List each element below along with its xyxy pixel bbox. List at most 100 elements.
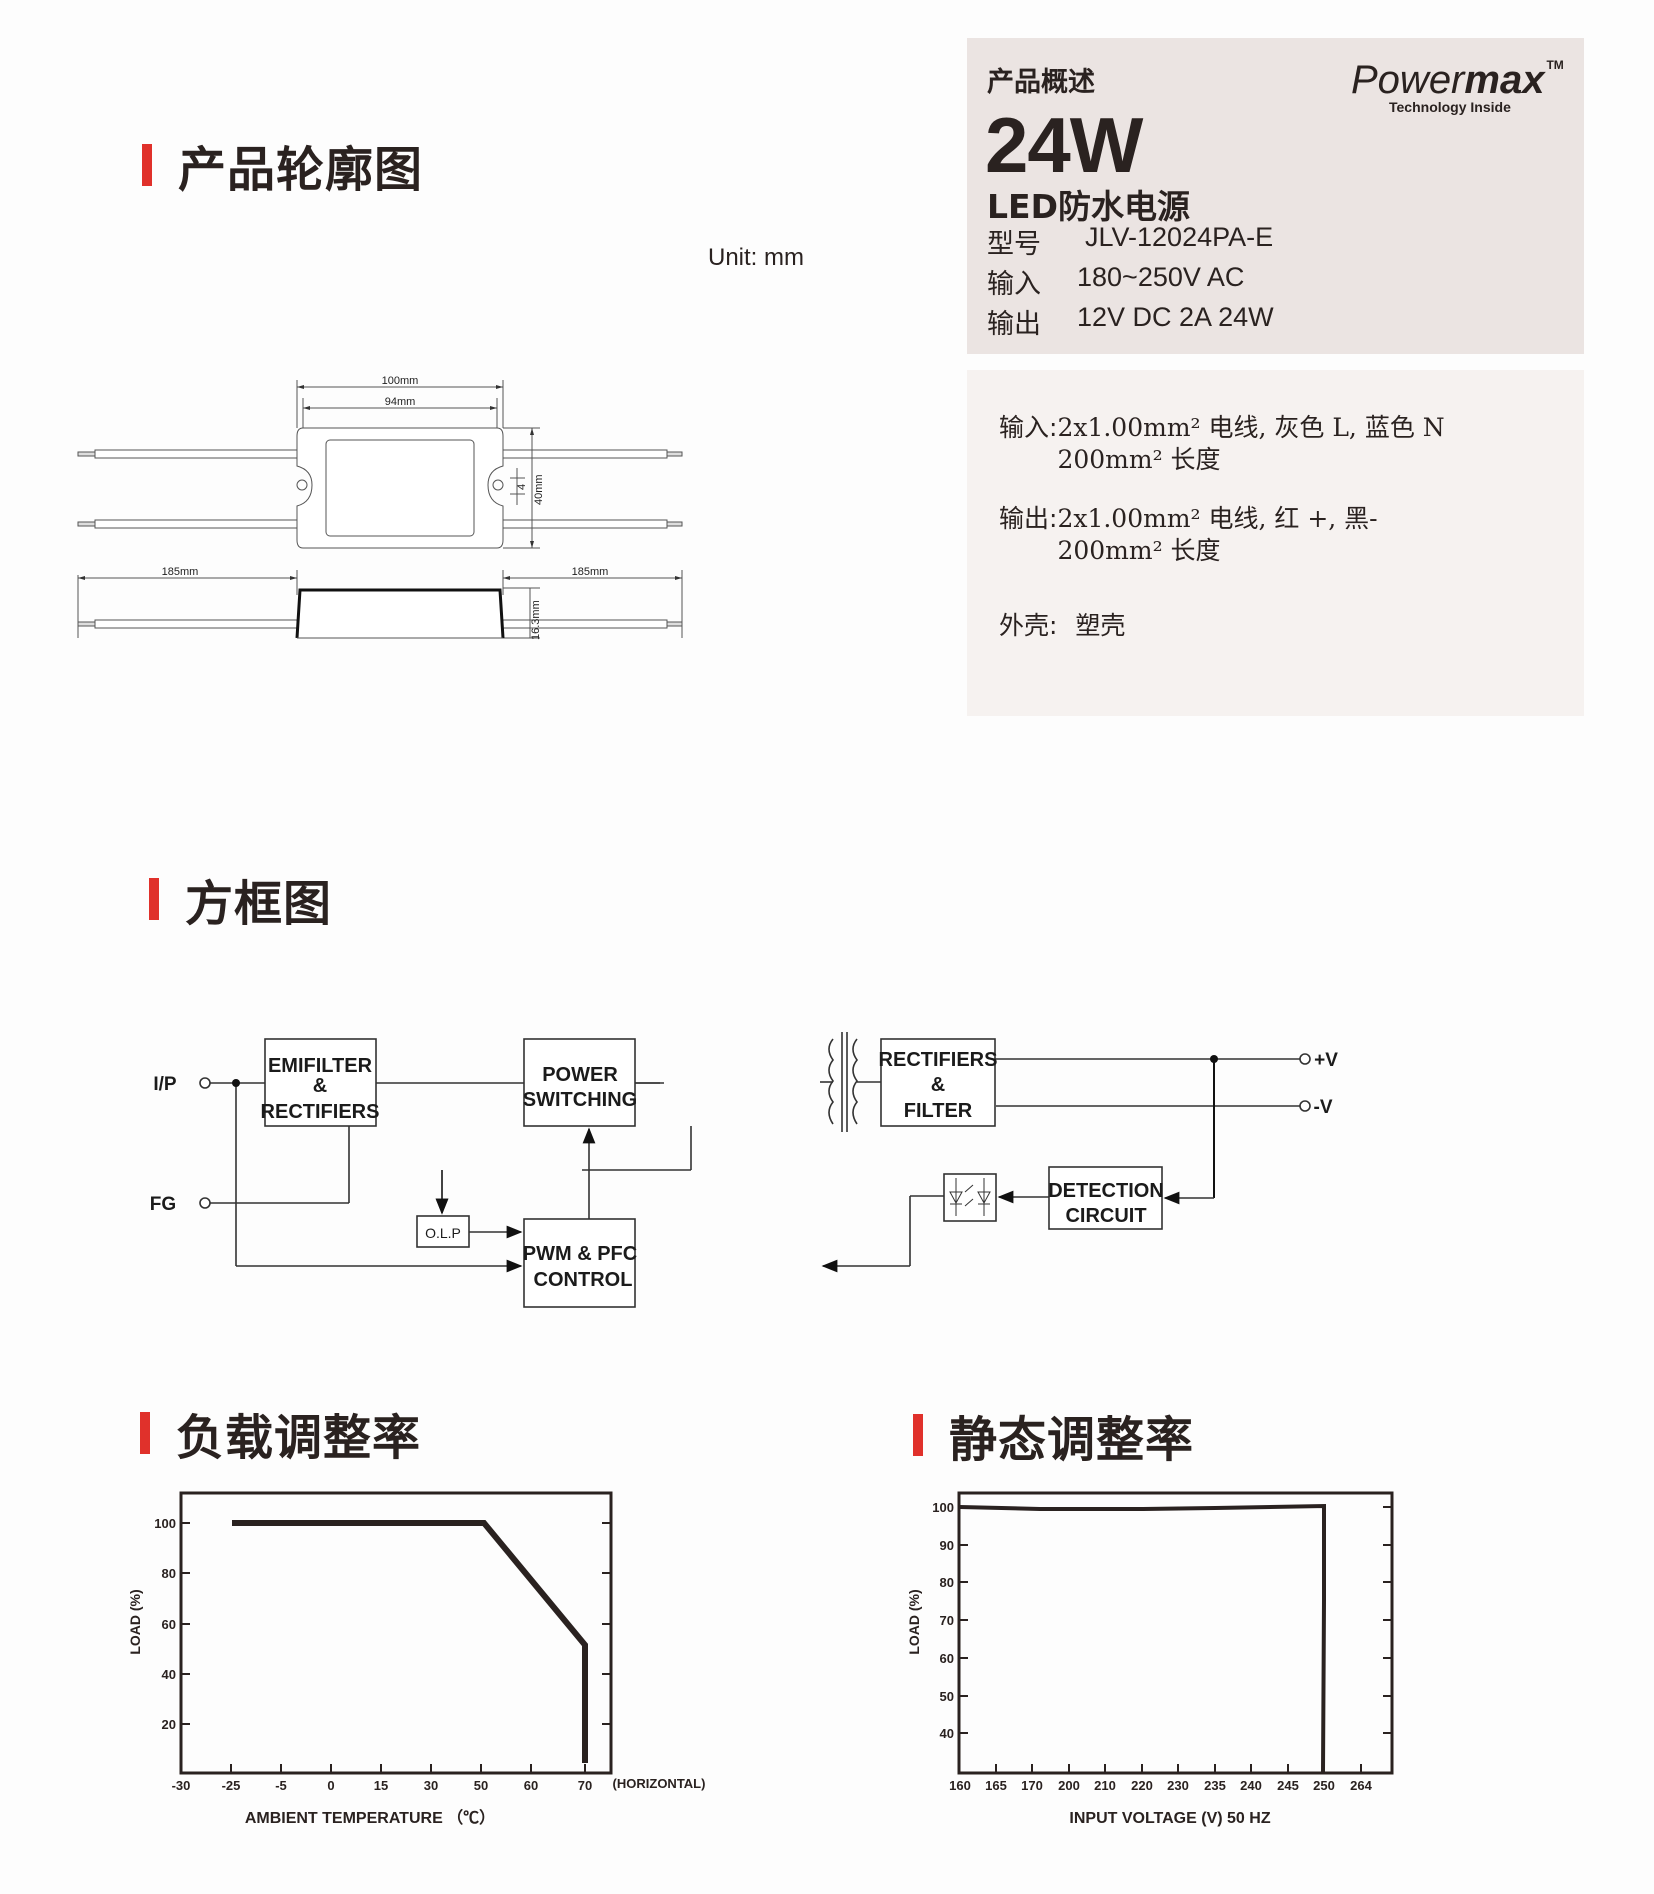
emi-line2: &	[313, 1075, 327, 1097]
spec-list: 型号 JLV-12024PA-E 输入 180~250V AC 输出 12V D…	[987, 222, 1274, 342]
spec-key: 型号	[987, 229, 1041, 260]
svg-text:90: 90	[940, 1538, 954, 1553]
section-accent-bar	[142, 144, 152, 186]
svg-text:165: 165	[985, 1778, 1007, 1793]
wiring-input-line2: 200mm² 长度	[1057, 445, 1221, 474]
housing-value: 塑壳	[1075, 611, 1126, 640]
svg-text:80: 80	[162, 1566, 176, 1581]
section-accent-bar	[149, 878, 159, 920]
terminal-ip: I/P	[153, 1074, 177, 1095]
overview-panel: 产品概述 24W LED防水电源 型号 JLV-12024PA-E 输入 180…	[967, 38, 1584, 354]
block-diagram: EMIFILTER & RECTIFIERS POWER SWITCHING P…	[150, 1038, 692, 1308]
psw-line1: POWER	[542, 1064, 618, 1086]
outline-title: 产品轮廓图	[178, 142, 424, 198]
housing-label: 外壳:	[999, 611, 1058, 640]
derating-title: 负载调整率	[176, 1410, 422, 1466]
power-rating: 24W	[985, 101, 1143, 189]
svg-text:70: 70	[578, 1778, 592, 1793]
rect-line1: RECTIFIERS	[879, 1049, 998, 1071]
logo-text: Powermax	[1351, 58, 1545, 102]
section-title-block: 方框图	[149, 864, 332, 934]
wiring-input-line1: 2x1.00mm² 电线, 灰色 L, 蓝色 N	[1057, 413, 1445, 442]
emi-line1: EMIFILTER	[268, 1055, 373, 1077]
wiring-output: 输出: 2x1.00mm² 电线, 红 +, 黑- 200mm² 长度	[999, 503, 1378, 567]
svg-text:-30: -30	[172, 1778, 191, 1793]
svg-text:40: 40	[162, 1667, 176, 1682]
detection-line1: DETECTION	[1048, 1180, 1164, 1202]
svg-text:15: 15	[374, 1778, 388, 1793]
spec-row-model: 型号 JLV-12024PA-E	[987, 222, 1274, 262]
derating-chart: 100 80 60 40 20 -30 -25 -5 0 15 30 50 60…	[127, 1491, 706, 1827]
section-title-outline: 产品轮廓图	[142, 130, 423, 200]
spec-row-input: 输入 180~250V AC	[987, 262, 1274, 302]
section-accent-bar	[913, 1414, 923, 1456]
terminal-vneg: -V	[1314, 1097, 1333, 1118]
svg-text:50: 50	[940, 1689, 954, 1704]
derating-xlabel: AMBIENT TEMPERATURE （℃）	[245, 1809, 495, 1827]
pwm-line2: CONTROL	[534, 1269, 633, 1291]
wiring-output-label: 输出:	[999, 504, 1058, 533]
logo-tagline: Technology Inside	[1389, 99, 1511, 115]
svg-text:240: 240	[1240, 1778, 1262, 1793]
detection-line2: CIRCUIT	[1065, 1205, 1146, 1227]
svg-text:220: 220	[1131, 1778, 1153, 1793]
block-title: 方框图	[185, 876, 333, 932]
wiring-input: 输入: 2x1.00mm² 电线, 灰色 L, 蓝色 N 200mm² 长度	[999, 412, 1445, 476]
svg-text:60: 60	[162, 1617, 176, 1632]
spec-key: 输入	[987, 269, 1041, 300]
pwm-line1: PWM & PFC	[523, 1243, 637, 1265]
svg-text:210: 210	[1094, 1778, 1116, 1793]
svg-text:264: 264	[1350, 1778, 1372, 1793]
dim-height: 16.3mm	[530, 600, 542, 640]
spec-row-output: 输出 12V DC 2A 24W	[987, 302, 1274, 342]
optocoupler-icon	[949, 1178, 991, 1216]
svg-text:30: 30	[424, 1778, 438, 1793]
emi-line3: RECTIFIERS	[261, 1101, 380, 1123]
svg-text:80: 80	[940, 1575, 954, 1590]
unit-label: Unit: mm	[708, 244, 804, 271]
section-accent-bar	[140, 1412, 150, 1454]
svg-text:70: 70	[940, 1613, 954, 1628]
dim-wire-left: 185mm	[162, 566, 199, 578]
spec-value: 12V DC 2A 24W	[1077, 302, 1274, 332]
svg-text:60: 60	[524, 1778, 538, 1793]
dim-inner-length: 94mm	[385, 396, 416, 408]
svg-text:(HORIZONTAL): (HORIZONTAL)	[613, 1776, 706, 1791]
brand-logo: Powermax TM Technology Inside	[1351, 58, 1564, 115]
spec-value: JLV-12024PA-E	[1085, 222, 1274, 252]
static-xlabel: INPUT VOLTAGE (V) 50 HZ	[1069, 1810, 1270, 1827]
wiring-output-line2: 200mm² 长度	[1057, 536, 1221, 565]
svg-text:230: 230	[1167, 1778, 1189, 1793]
wiring-housing: 外壳: 塑壳	[999, 610, 1125, 642]
svg-text:40: 40	[940, 1726, 954, 1741]
derating-curve	[232, 1520, 588, 1763]
static-ylabel: LOAD (%)	[906, 1589, 922, 1654]
dim-hole: 4	[516, 484, 528, 490]
svg-text:160: 160	[949, 1778, 971, 1793]
olp-label: O.L.P	[425, 1225, 461, 1241]
section-title-static: 静态调整率	[913, 1400, 1194, 1470]
svg-text:100: 100	[932, 1500, 954, 1515]
svg-text:-5: -5	[275, 1778, 287, 1793]
dim-overall-length: 100mm	[382, 375, 419, 387]
rect-line2: &	[931, 1074, 945, 1096]
static-chart: 100 90 80 70 60 50 40 160 165 170 200 21…	[906, 1491, 1394, 1827]
svg-text:250: 250	[1313, 1778, 1335, 1793]
trademark: TM	[1546, 58, 1564, 72]
rect-line3: FILTER	[904, 1100, 973, 1122]
terminal-fg: FG	[150, 1194, 176, 1215]
svg-text:170: 170	[1021, 1778, 1043, 1793]
spec-value: 180~250V AC	[1077, 262, 1245, 292]
wiring-panel: 输入: 2x1.00mm² 电线, 灰色 L, 蓝色 N 200mm² 长度 输…	[967, 370, 1584, 716]
svg-text:200: 200	[1058, 1778, 1080, 1793]
derating-ylabel: LOAD (%)	[127, 1589, 143, 1654]
svg-text:50: 50	[474, 1778, 488, 1793]
wiring-output-line1: 2x1.00mm² 电线, 红 +, 黑-	[1057, 504, 1378, 533]
svg-text:20: 20	[162, 1717, 176, 1732]
svg-text:60: 60	[940, 1651, 954, 1666]
svg-text:235: 235	[1204, 1778, 1226, 1793]
static-curve	[959, 1503, 1326, 1773]
section-title-derating: 负载调整率	[140, 1398, 421, 1468]
wiring-input-label: 输入:	[999, 413, 1058, 442]
dim-wire-right: 185mm	[572, 566, 609, 578]
